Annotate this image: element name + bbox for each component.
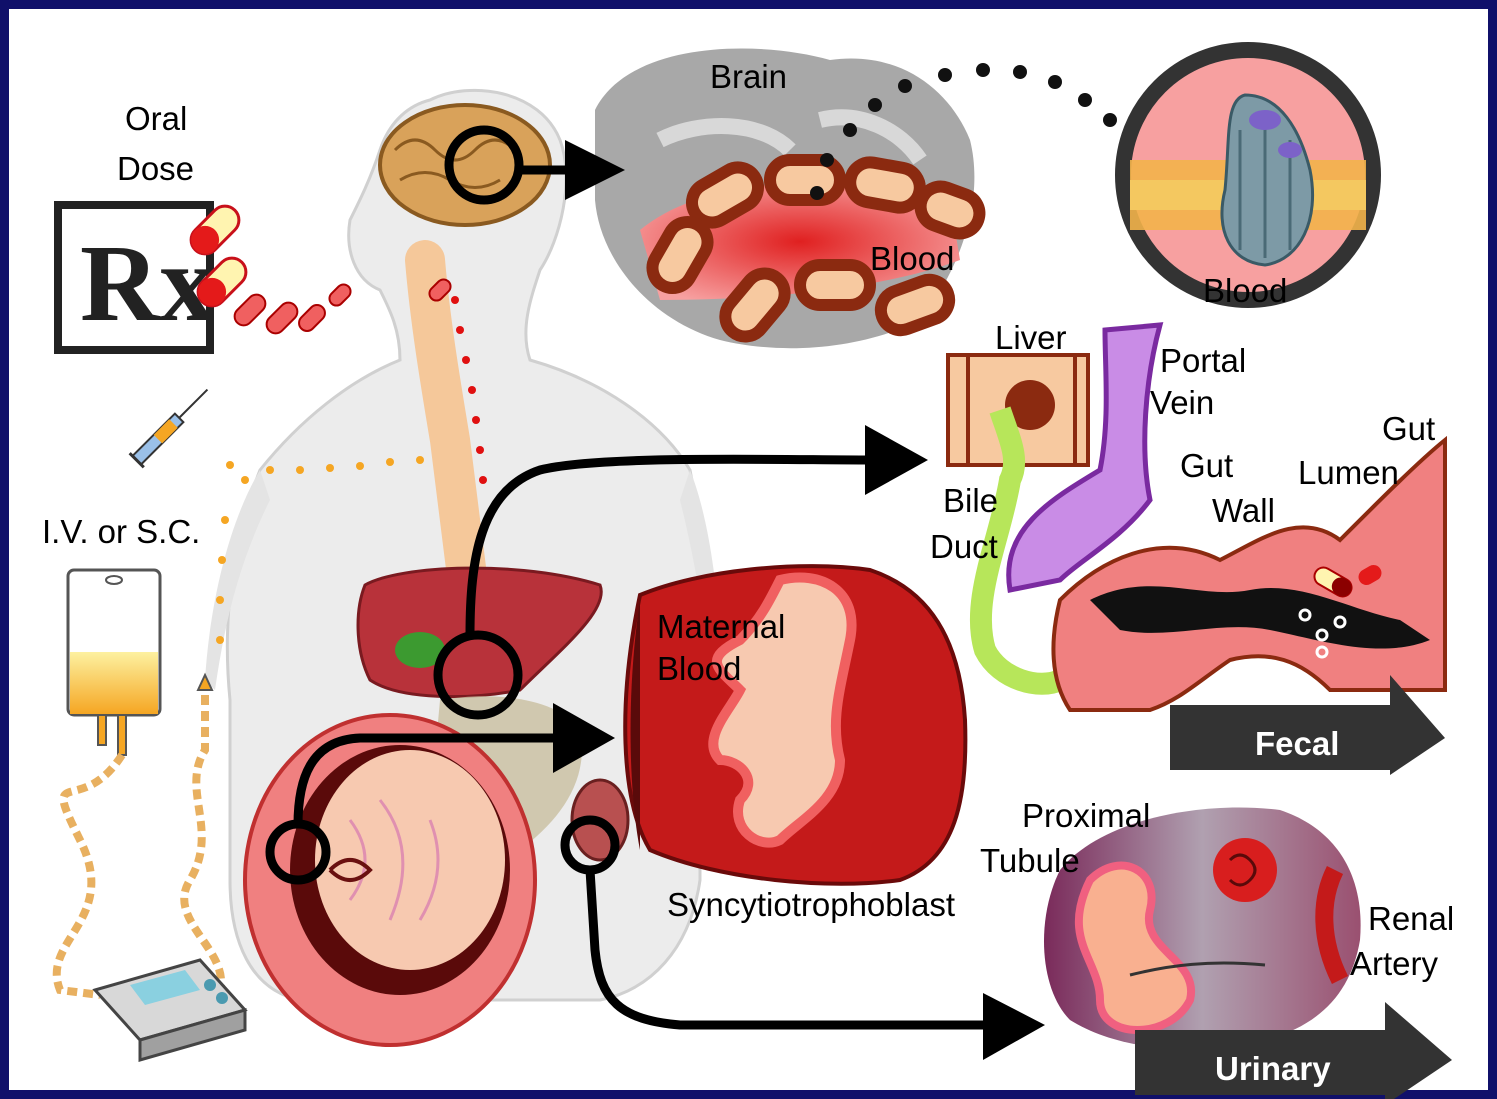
- bile-duct-label-2: Duct: [930, 528, 998, 565]
- brain-inset: [595, 48, 985, 348]
- brain-blood-label: Blood: [870, 240, 954, 277]
- kidney-arrowhead: [983, 993, 1045, 1060]
- proximal-tubule-label-2: Tubule: [980, 842, 1080, 879]
- transporter-blood-label: Blood: [1203, 272, 1287, 309]
- oral-dose-label-2: Dose: [117, 150, 194, 187]
- syncytiotrophoblast-label: Syncytiotrophoblast: [667, 886, 955, 923]
- iv-bag-icon: [57, 570, 221, 995]
- transporter-inset: [1123, 50, 1373, 300]
- oral-dose-label: Oral: [125, 100, 187, 137]
- urinary-label: Urinary: [1215, 1050, 1331, 1087]
- gut-wall-label-2: Wall: [1212, 492, 1275, 529]
- bile-duct-label: Bile: [943, 482, 998, 519]
- iv-label: I.V. or S.C.: [42, 513, 200, 550]
- gut-wall-label: Gut: [1180, 447, 1233, 484]
- maternal-blood-label-2: Blood: [657, 650, 741, 687]
- renal-artery-label-2: Artery: [1350, 945, 1439, 982]
- proximal-tubule-label: Proximal: [1022, 797, 1150, 834]
- liver-arrowhead: [865, 425, 928, 495]
- gut-lumen-label-2: Lumen: [1298, 454, 1399, 491]
- gut-lumen-label: Gut: [1382, 410, 1435, 447]
- liver-label: Liver: [995, 319, 1067, 356]
- kidney-inset: [1044, 808, 1361, 1049]
- fecal-label: Fecal: [1255, 725, 1339, 762]
- portal-vein-label-2: Vein: [1150, 384, 1214, 421]
- syringe-icon: [130, 383, 215, 468]
- liver-gut-inset: [948, 325, 1445, 710]
- rx-prescription-icon: Rx: [58, 205, 214, 350]
- portal-vein-label: Portal: [1160, 342, 1246, 379]
- renal-artery-label: Renal: [1368, 900, 1454, 937]
- maternal-blood-label: Maternal: [657, 608, 785, 645]
- brain-icon: [380, 105, 550, 225]
- brain-label: Brain: [710, 58, 787, 95]
